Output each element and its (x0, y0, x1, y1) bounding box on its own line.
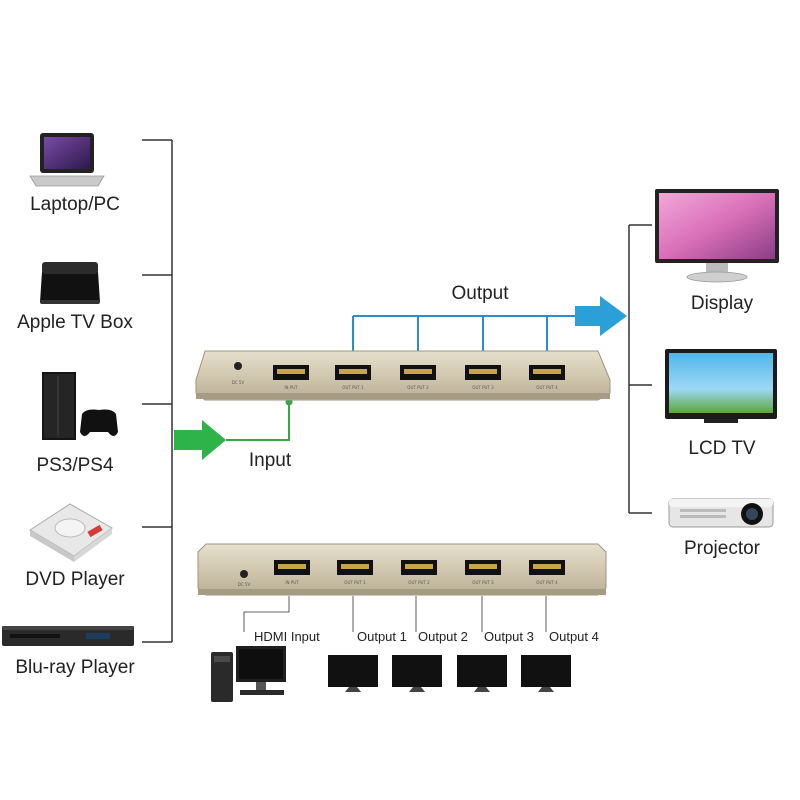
svg-text:IN PUT: IN PUT (284, 385, 298, 390)
destination-label-lcd-tv: LCD TV (688, 438, 756, 459)
output-monitor-icon-1 (328, 655, 378, 692)
source-label-laptop-pc: Laptop/PC (30, 194, 120, 215)
power-port-label-top: DC 5V (232, 380, 245, 385)
input-arrow (174, 420, 226, 460)
hdmi-output-port-bottom-4: OUT PUT 4 (529, 560, 565, 585)
output-monitor-icon-3 (457, 655, 507, 692)
output-flow-label: Output (451, 283, 509, 304)
svg-text:OUT PUT 3: OUT PUT 3 (472, 580, 494, 585)
output-monitor-icon-4 (521, 655, 571, 692)
laptop-icon (29, 133, 105, 187)
hdmi-output-port-bottom-3: OUT PUT 3 (465, 560, 501, 585)
hdmi-input-label: HDMI Input (254, 629, 320, 644)
output-3-label: Output 3 (484, 629, 534, 644)
hdmi-output-port-bottom-1: OUT PUT 1 (337, 560, 373, 585)
hdmi-output-port-top-2: OUT PUT 2 (400, 365, 436, 390)
hdmi-output-port-top-1: OUT PUT 1 (335, 365, 371, 390)
svg-text:OUT PUT 2: OUT PUT 2 (407, 385, 429, 390)
power-jack-top (234, 362, 242, 370)
input-line (226, 402, 290, 441)
monitor-icon (655, 189, 779, 283)
svg-text:OUT PUT 3: OUT PUT 3 (472, 385, 494, 390)
projector-icon (668, 498, 774, 528)
hdmi-input-port-bottom: IN PUT (274, 560, 310, 585)
bluray-player-icon (2, 626, 134, 646)
pc-monitor-icon (236, 646, 286, 695)
svg-text:OUT PUT 4: OUT PUT 4 (536, 580, 558, 585)
hdmi-output-port-top-4: OUT PUT 4 (529, 365, 565, 390)
bottom-callout-lines (243, 596, 547, 632)
svg-text:IN PUT: IN PUT (285, 580, 299, 585)
splitter-device-top: DC 5V IN PUT OUT PUT 1 OUT PUT 2 OUT PUT… (195, 350, 611, 401)
output-monitor-icon-2 (392, 655, 442, 692)
output-1-label: Output 1 (357, 629, 407, 644)
destination-label-projector: Projector (683, 538, 761, 559)
game-console-icon (42, 372, 118, 440)
power-jack-bottom (240, 570, 248, 578)
hdmi-input-port-top: IN PUT (273, 365, 309, 390)
source-label-ps3-ps4: PS3/PS4 (36, 455, 114, 476)
destination-label-display: Display (690, 293, 754, 314)
source-bracket (142, 139, 173, 643)
output-lines (352, 315, 583, 355)
lcd-tv-icon (665, 349, 777, 423)
apple-tv-box-icon (40, 262, 100, 304)
hdmi-output-port-bottom-2: OUT PUT 2 (401, 560, 437, 585)
hdmi-output-port-top-3: OUT PUT 3 (465, 365, 501, 390)
source-label-apple-tv-box: Apple TV Box (17, 312, 133, 333)
input-flow-label: Input (248, 450, 292, 471)
power-port-label-bottom: DC 5V (238, 582, 251, 587)
source-label-dvd-player: DVD Player (25, 569, 125, 590)
output-4-label: Output 4 (549, 629, 599, 644)
svg-text:OUT PUT 2: OUT PUT 2 (408, 580, 430, 585)
splitter-device-bottom: DC 5V IN PUT OUT PUT 1 OUT PUT 2 OUT PUT… (197, 543, 607, 596)
dvd-player-icon (29, 503, 113, 562)
output-arrow (575, 296, 627, 336)
pc-tower-icon (211, 652, 233, 702)
destination-bracket (628, 224, 652, 514)
svg-text:OUT PUT 4: OUT PUT 4 (536, 385, 558, 390)
source-label-bluray-player: Blu-ray Player (15, 657, 135, 678)
svg-text:OUT PUT 1: OUT PUT 1 (342, 385, 364, 390)
svg-text:OUT PUT 1: OUT PUT 1 (344, 580, 366, 585)
output-2-label: Output 2 (418, 629, 468, 644)
